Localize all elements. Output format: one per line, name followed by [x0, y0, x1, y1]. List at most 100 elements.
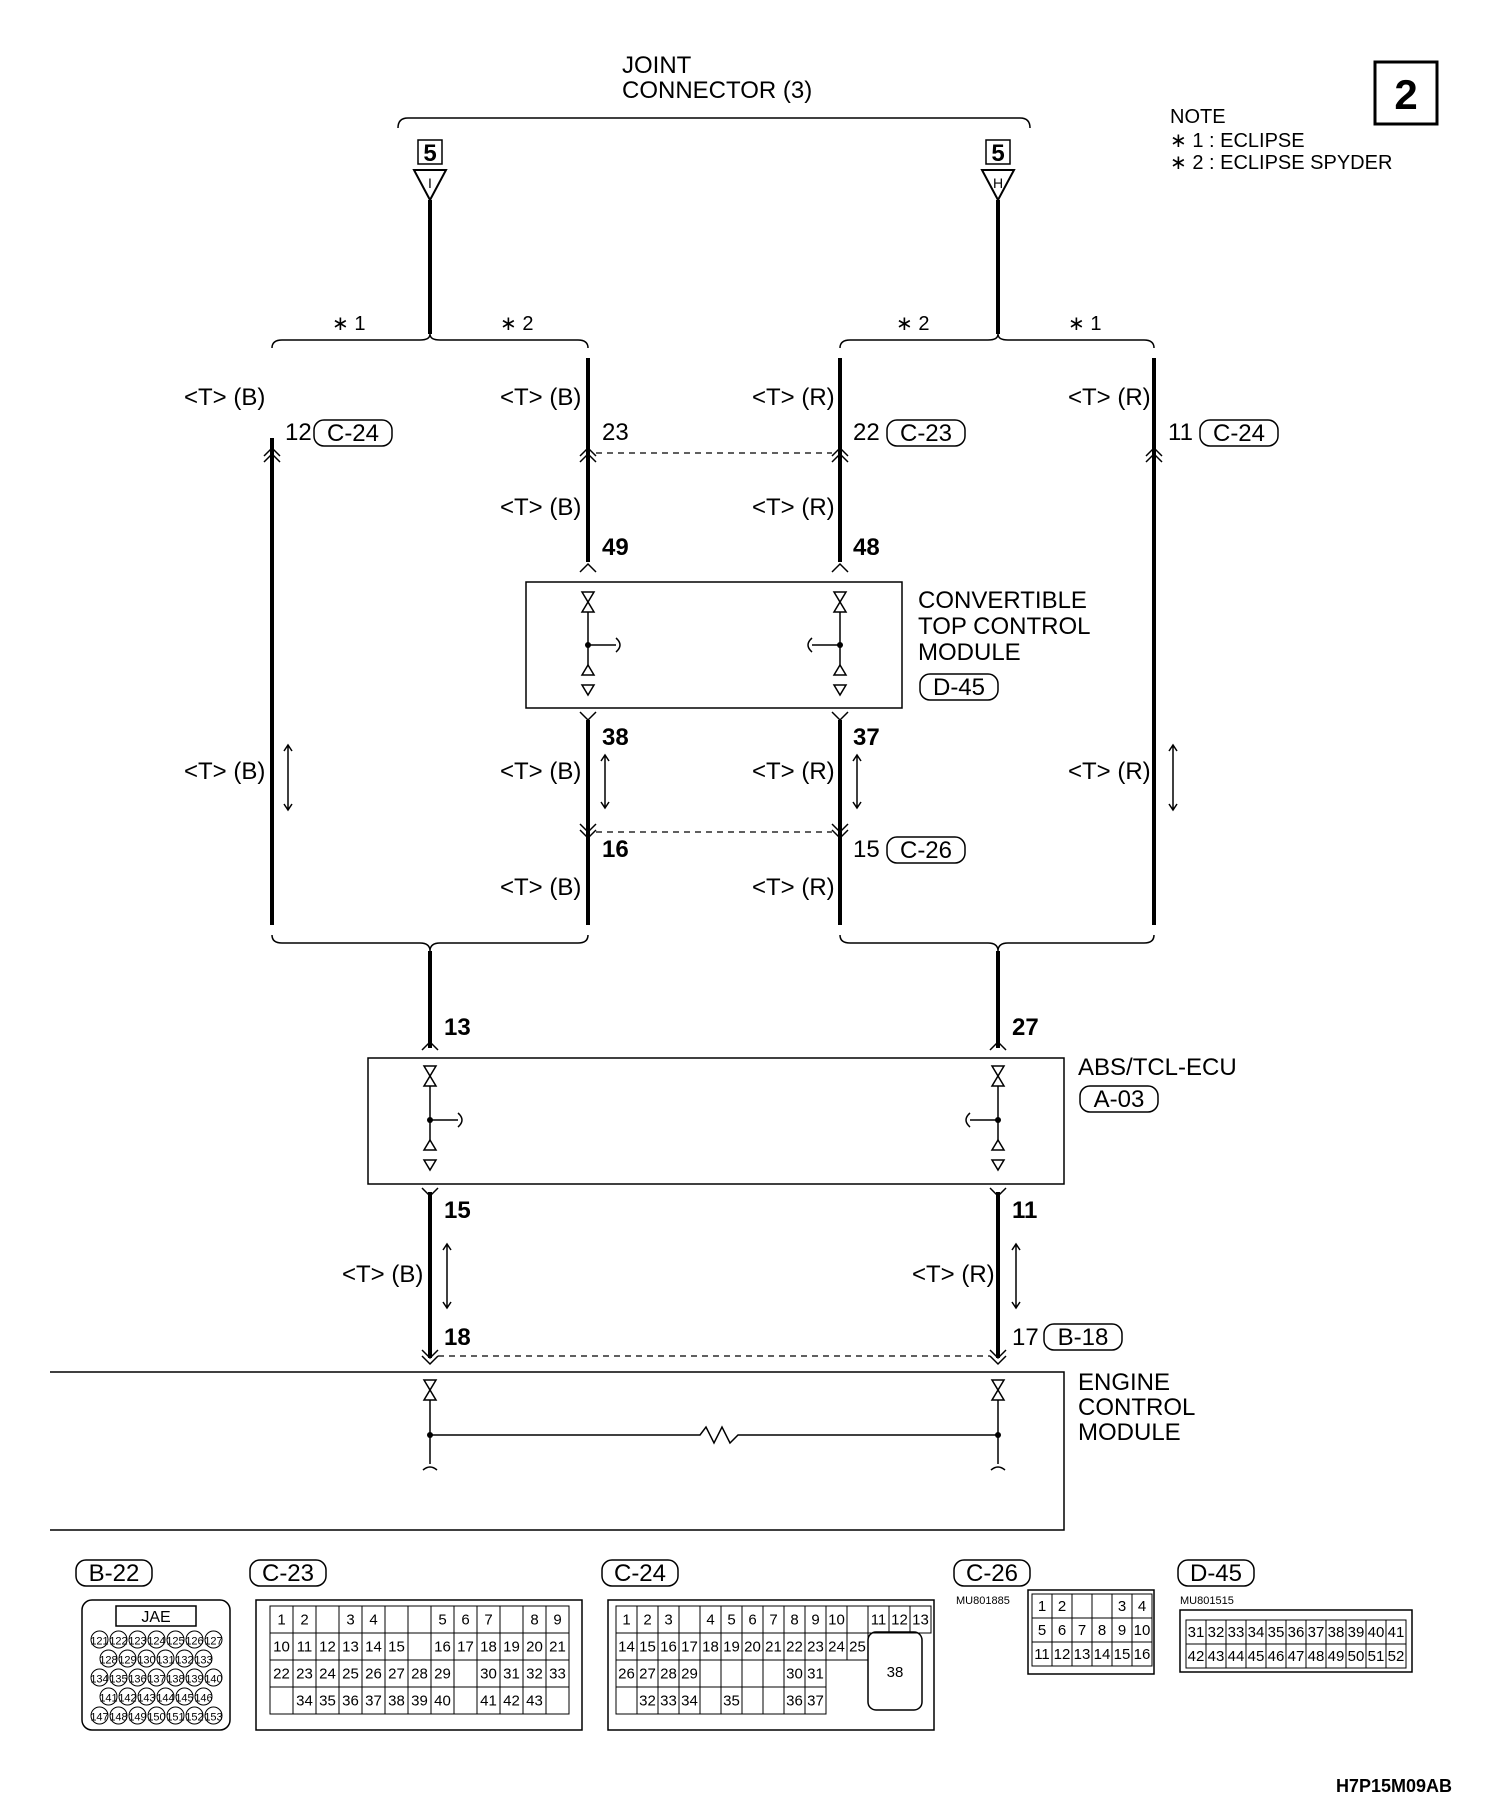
c24-big-pin: 38	[887, 1664, 904, 1681]
c23-pin-label: 26	[365, 1666, 382, 1683]
c23-pin-cell	[499, 1605, 524, 1634]
b22-pin	[147, 1668, 166, 1687]
joint-left-triangle	[412, 169, 448, 203]
pin-22: 22	[853, 419, 880, 446]
c24-pin-label: 17	[681, 1639, 698, 1656]
c23-pin-label: 11	[297, 1639, 313, 1656]
c23-pin-label: 8	[530, 1612, 538, 1629]
c26-pin-label: 4	[1138, 1598, 1146, 1615]
c26-label-box	[953, 1559, 1031, 1587]
c24-pin-label: 7	[769, 1612, 777, 1629]
c26-pin-label: 5	[1038, 1622, 1046, 1639]
c26-body	[1027, 1589, 1155, 1675]
d45-part: MU801515	[1180, 1595, 1234, 1607]
b22-pin-label: 153	[204, 1712, 222, 1724]
c26-pin-label: 9	[1118, 1622, 1126, 1639]
c24-pin-label: 31	[807, 1666, 824, 1683]
b22-pin	[109, 1706, 128, 1725]
pin-glyph-15b	[421, 1187, 439, 1198]
joint-connector-brace	[397, 117, 1031, 129]
c23-pin-label: 43	[526, 1693, 543, 1710]
page-number-box	[1373, 60, 1439, 126]
variant-star2-left: ∗ 2	[500, 313, 533, 335]
c23-pin-label: 5	[438, 1612, 446, 1629]
c23-pin-cell	[407, 1632, 432, 1661]
ecm-label-line1: ENGINE	[1078, 1369, 1170, 1396]
b22-pin	[166, 1668, 185, 1687]
ctcm-label-line2: TOP CONTROL	[918, 613, 1090, 640]
abs-module-box	[367, 1057, 1065, 1185]
c26-pin-label: 8	[1098, 1622, 1106, 1639]
d45-pin-label: 35	[1268, 1624, 1285, 1641]
c24-pin-cell	[699, 1686, 722, 1715]
b22-pin	[118, 1649, 137, 1668]
b22-pin-label: 147	[90, 1712, 108, 1724]
c23-pin-label: 35	[319, 1693, 336, 1710]
c24-pin-label: 27	[639, 1666, 656, 1683]
b22-pin	[128, 1706, 147, 1725]
d45-pin-label: 41	[1388, 1624, 1405, 1641]
d45-pin-cell	[1385, 1643, 1407, 1669]
b22-pin	[128, 1668, 147, 1687]
joint-left-tag: 5	[423, 140, 436, 167]
c23-pin-label: 22	[273, 1666, 290, 1683]
c26-pin-label: 12	[1054, 1646, 1071, 1663]
b22-pin	[156, 1687, 175, 1706]
c26-pin-label: 2	[1058, 1598, 1066, 1615]
b22-pin-label: 142	[118, 1693, 136, 1705]
upper-right-brace	[839, 333, 1155, 349]
c23-pin-label: 30	[480, 1666, 497, 1683]
note-item-1: ∗ 1 : ECLIPSE	[1170, 130, 1305, 152]
b22-pin-label: 151	[166, 1712, 184, 1724]
wire-label-23: <T> (B)	[500, 384, 581, 411]
d45-pin-label: 46	[1268, 1648, 1285, 1665]
connector-glyph-18	[421, 1349, 439, 1366]
b22-pin-label: 128	[99, 1655, 117, 1667]
c24-pin-label: 5	[727, 1612, 735, 1629]
pin-18: 18	[444, 1324, 471, 1351]
c24-pin-cell	[909, 1605, 932, 1634]
c24-pin-label: 25	[849, 1639, 866, 1656]
pin-glyph-13	[421, 1040, 439, 1051]
c24-pin-label: 33	[660, 1693, 677, 1710]
conn-ref-c26: C-26	[900, 837, 952, 864]
abs-conn-box	[1079, 1085, 1159, 1113]
c23-pin-label: 1	[277, 1612, 285, 1629]
conn-ref-box-c24a	[313, 419, 393, 447]
c24-label-box	[601, 1559, 679, 1587]
pin-15: 15	[853, 836, 880, 863]
c24-pin-cell	[741, 1686, 764, 1715]
c23-pin-cell	[315, 1605, 340, 1634]
b22-pin-label: 134	[90, 1674, 108, 1686]
c23-body	[255, 1599, 583, 1731]
c23-pin-cell	[407, 1605, 432, 1634]
ecm-label-line3: MODULE	[1078, 1419, 1181, 1446]
wire-label-48: <T> (R)	[752, 494, 835, 521]
conn-ref-box-c24b	[1199, 419, 1279, 447]
b22-pin-label: 145	[175, 1693, 193, 1705]
wire-label-15: <T> (R)	[752, 874, 835, 901]
conn-ref-box-c26	[886, 836, 966, 864]
wire-label-abs-left: <T> (B)	[342, 1261, 423, 1288]
b22-pin	[128, 1630, 147, 1649]
connector-glyph-16	[579, 823, 597, 840]
pin-23: 23	[602, 419, 629, 446]
c26-pin-label: 15	[1114, 1646, 1131, 1663]
b22-pin	[185, 1668, 204, 1687]
c24-pin-label: 26	[618, 1666, 635, 1683]
c24-pin-cell	[741, 1659, 764, 1688]
pin-glyph-38	[579, 711, 597, 722]
c26-label: C-26	[966, 1560, 1018, 1587]
b22-pin-label: 149	[128, 1712, 146, 1724]
c23-pin-label: 19	[503, 1639, 520, 1656]
variant-star1-left: ∗ 1	[332, 313, 365, 335]
b22-pin-label: 152	[185, 1712, 203, 1724]
b22-pin	[156, 1649, 175, 1668]
c23-pin-label: 7	[484, 1612, 492, 1629]
wire-label-16: <T> (B)	[500, 874, 581, 901]
wire-label-22: <T> (R)	[752, 384, 835, 411]
pin-glyph-48	[831, 562, 849, 573]
c24-pin-label: 13	[912, 1612, 929, 1629]
